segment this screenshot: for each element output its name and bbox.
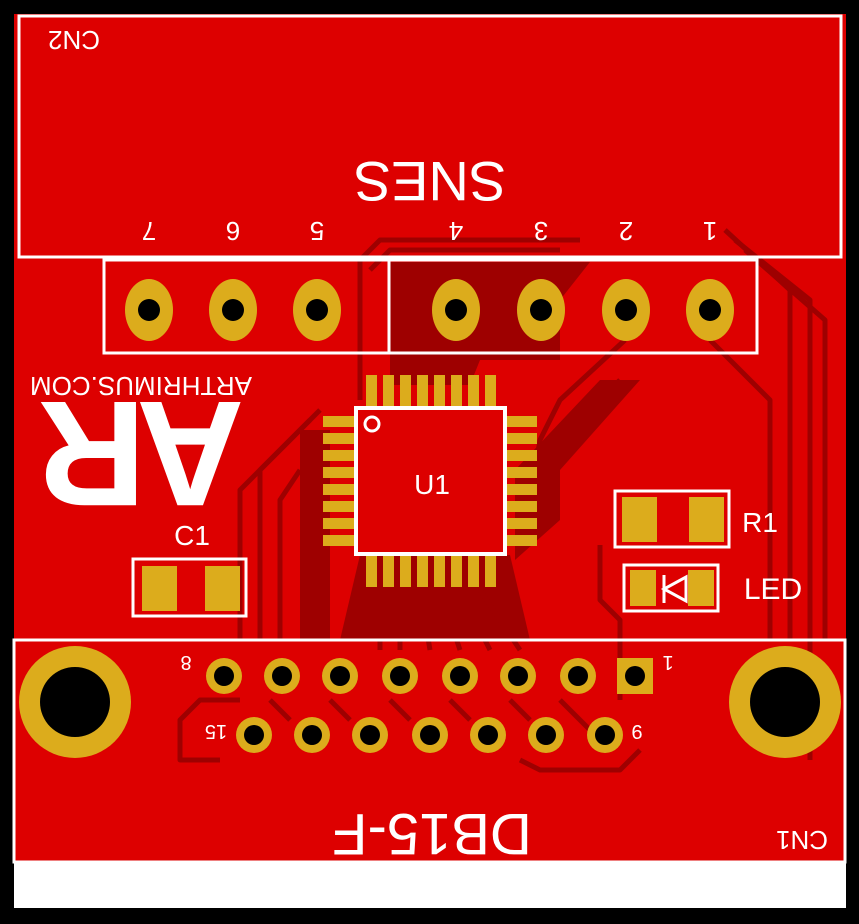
cn2-pin-label: 1 xyxy=(703,216,717,246)
cn2-pad xyxy=(293,279,341,341)
led-label: LED xyxy=(744,573,802,606)
cn2-pin-labels: 7 6 5 4 3 2 1 xyxy=(142,216,717,246)
cn1-name: DB15-F xyxy=(332,801,532,866)
cn1-pad xyxy=(294,717,330,753)
led-pad xyxy=(630,570,656,606)
cn1-pad xyxy=(264,658,300,694)
cn2-pin-label: 3 xyxy=(534,216,548,246)
c1-pad xyxy=(142,566,177,611)
cn1-pad xyxy=(412,717,448,753)
mounting-hole-left xyxy=(19,646,131,758)
u1-outline xyxy=(354,406,507,556)
r1-outline xyxy=(613,489,731,549)
cn1-pad xyxy=(500,658,536,694)
cn1-pad-square xyxy=(617,658,653,694)
cn2-ref: CN2 xyxy=(48,25,100,55)
cn1-ref: CN1 xyxy=(776,825,828,855)
cn2-pin-label: 6 xyxy=(226,216,240,246)
cn2-pad xyxy=(602,279,650,341)
cn1-pads-bottom-row xyxy=(236,717,623,753)
cn2-pin-label: 5 xyxy=(310,216,324,246)
r1-pad xyxy=(689,497,724,542)
cn1-pin-label: 1 xyxy=(662,651,673,673)
cn1-pad xyxy=(470,717,506,753)
u1-pads xyxy=(323,375,537,587)
cn1-pin-label: 9 xyxy=(631,720,642,742)
cn1-pin-label: 15 xyxy=(205,720,227,742)
u1-pin1-marker xyxy=(363,415,381,433)
cn1-pad xyxy=(206,658,242,694)
u1-label: U1 xyxy=(414,469,450,500)
cn1-pad xyxy=(587,717,623,753)
cn1-outline xyxy=(12,638,847,864)
cn2-pin-group-right xyxy=(387,258,759,355)
cn1-pad xyxy=(236,717,272,753)
cn1-pin-label: 8 xyxy=(180,651,191,673)
cn1-pad xyxy=(560,658,596,694)
led-diode-symbol xyxy=(660,574,688,604)
cn2-pad xyxy=(432,279,480,341)
mounting-hole-right xyxy=(729,646,841,758)
cn2-pad xyxy=(125,279,173,341)
cn2-outline xyxy=(17,14,843,259)
board-edge xyxy=(14,862,846,908)
c1-pad xyxy=(205,566,240,611)
cn2-name: SNES xyxy=(354,150,507,213)
traces xyxy=(177,228,828,773)
cn1-pads-top-row xyxy=(206,658,653,694)
c1-label: C1 xyxy=(174,520,210,551)
c1-outline xyxy=(131,557,248,618)
cn1-pad xyxy=(442,658,478,694)
cn2-pad xyxy=(686,279,734,341)
cn1-pad xyxy=(352,717,388,753)
r1-pad xyxy=(622,497,657,542)
cn2-pin-label: 2 xyxy=(619,216,633,246)
cn1-pad xyxy=(382,658,418,694)
led-outline xyxy=(622,563,720,613)
cn2-pin-label: 7 xyxy=(142,216,156,246)
led-pad xyxy=(688,570,714,606)
r1-label: R1 xyxy=(742,507,778,538)
cn2-pads xyxy=(125,279,734,341)
cn2-pin-label: 4 xyxy=(449,216,463,246)
cn1-pad xyxy=(322,658,358,694)
cn1-pad xyxy=(528,717,564,753)
logo-url: ARTHRIMUS.COM xyxy=(30,371,252,401)
logo-mark: AR xyxy=(40,370,244,538)
cn2-pad xyxy=(209,279,257,341)
cn2-pad xyxy=(517,279,565,341)
